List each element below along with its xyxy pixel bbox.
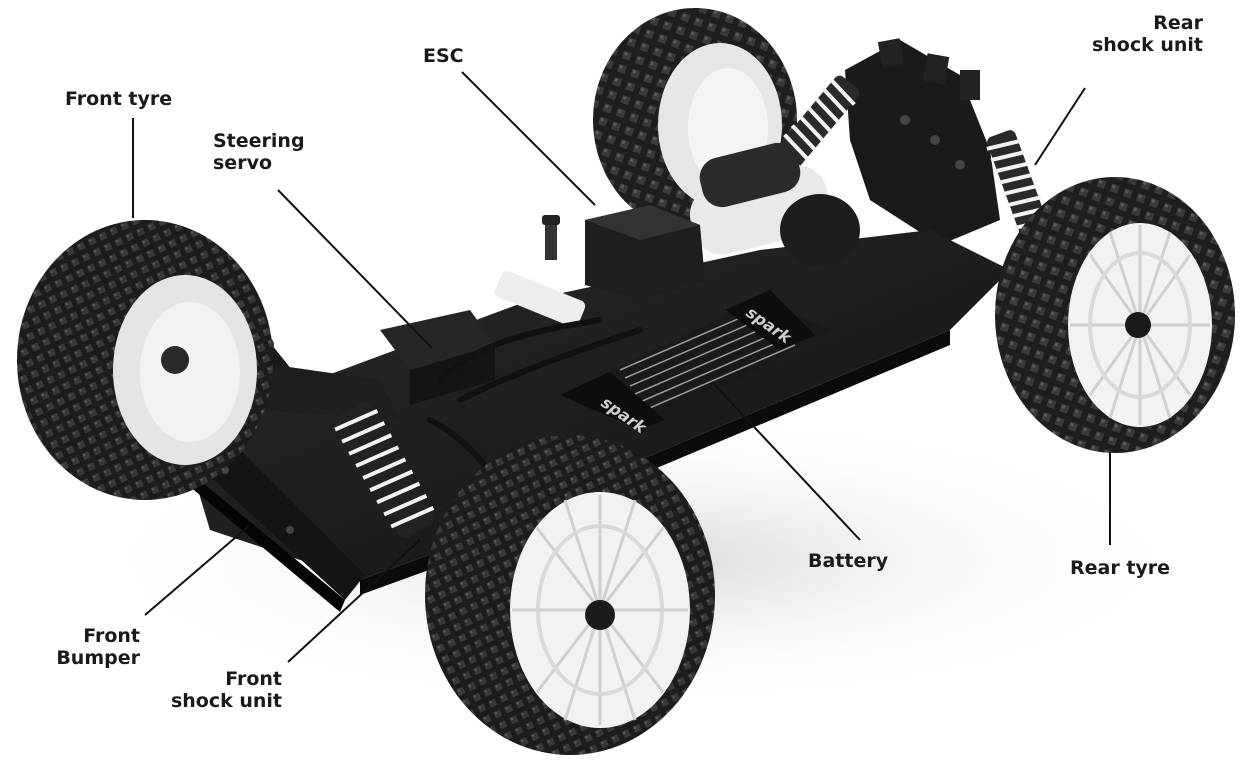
- label-front-shock-unit-line2: shock unit: [170, 690, 282, 712]
- label-rear-shock-unit: Rear shock unit: [1060, 12, 1203, 56]
- label-battery-text: Battery: [808, 550, 889, 572]
- motor-drivetrain: [689, 142, 860, 266]
- label-rear-tyre: Rear tyre: [1070, 557, 1170, 579]
- rear-right-wheel: [995, 177, 1235, 453]
- rear-shock-tower: [845, 38, 1000, 245]
- label-front-bumper-line1: Front: [83, 625, 140, 647]
- label-rear-shock-unit-line2: shock unit: [1091, 34, 1203, 56]
- label-rear-shock-unit-line1: Rear: [1153, 12, 1203, 34]
- label-steering-servo: Steering servo: [213, 130, 305, 174]
- front-right-shock-spring: [334, 402, 435, 538]
- label-front-shock-unit-line1: Front: [225, 668, 282, 690]
- label-front-shock-unit: Front shock unit: [150, 668, 282, 712]
- front-right-wheel: [425, 435, 715, 755]
- label-front-bumper: Front Bumper: [40, 625, 140, 669]
- leader-battery: [711, 381, 861, 541]
- battery-pack: spark spark: [560, 290, 830, 438]
- front-left-wheel: [17, 220, 273, 500]
- battery-connector: [494, 270, 586, 328]
- leader-rear-shock-unit: [1034, 87, 1086, 166]
- label-steering-servo-line2: servo: [213, 152, 273, 174]
- label-esc: ESC: [423, 45, 464, 67]
- leader-esc: [461, 71, 596, 206]
- label-front-tyre: Front tyre: [65, 88, 172, 110]
- leader-front-shock-unit: [287, 539, 421, 663]
- leader-front-bumper: [144, 524, 251, 616]
- leader-lines: [132, 71, 1111, 663]
- label-front-tyre-text: Front tyre: [65, 88, 173, 110]
- label-battery: Battery: [808, 550, 888, 572]
- label-esc-text: ESC: [423, 45, 464, 67]
- label-steering-servo-line1: Steering: [213, 130, 305, 152]
- esc-box: [542, 205, 705, 300]
- label-rear-tyre-text: Rear tyre: [1070, 557, 1171, 579]
- leader-steering-servo: [277, 189, 433, 349]
- label-front-bumper-line2: Bumper: [56, 647, 140, 669]
